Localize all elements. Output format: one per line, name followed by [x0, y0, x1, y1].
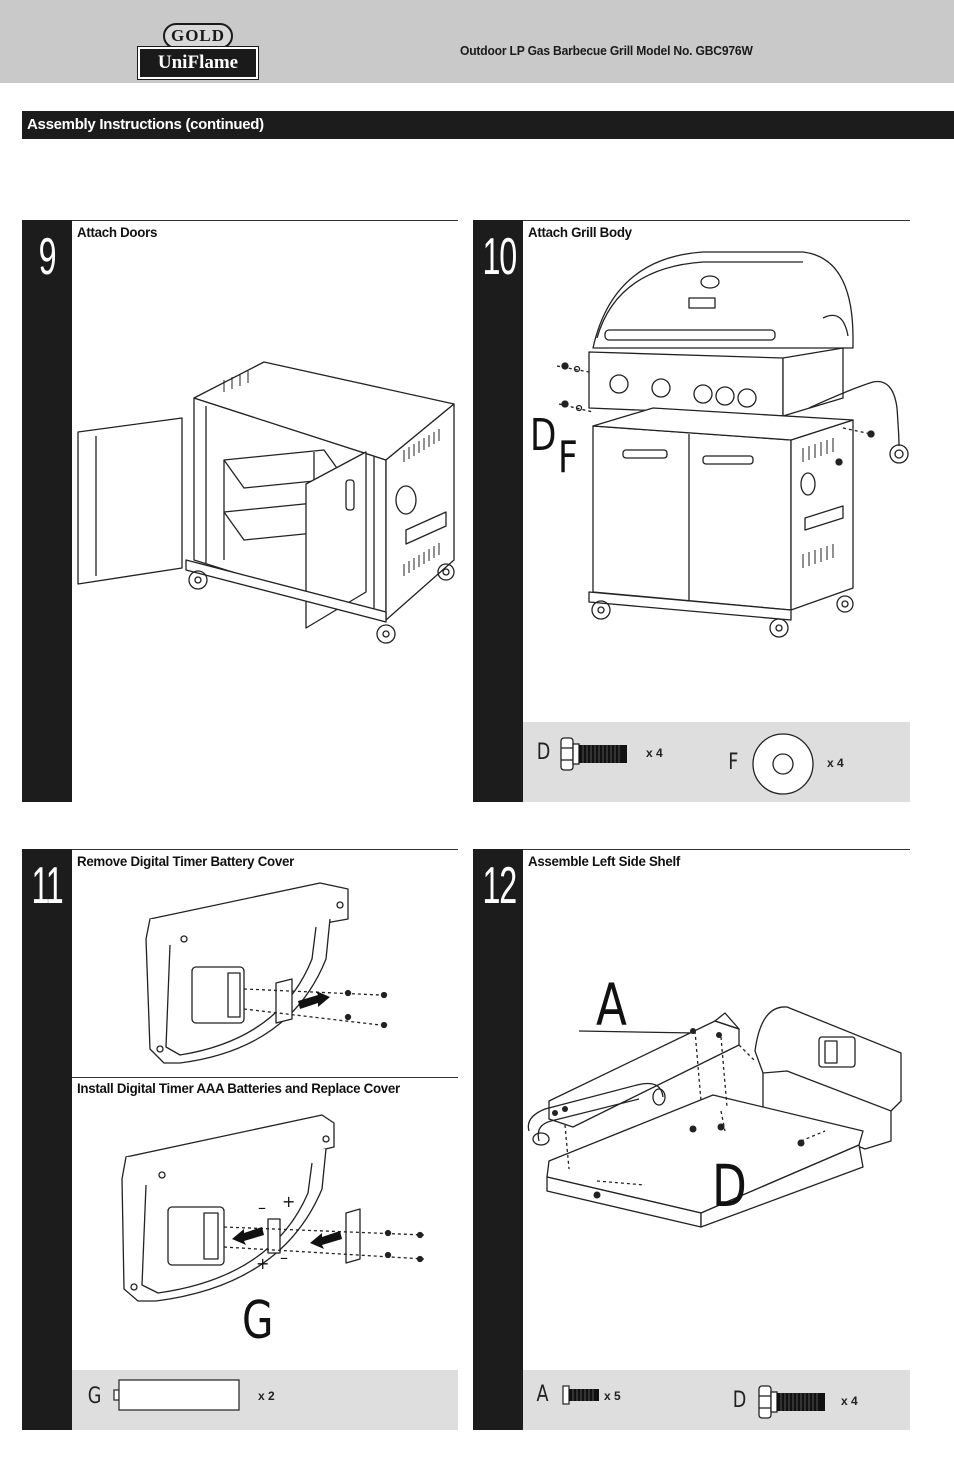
- parts-box: D x 4 F x 4: [523, 722, 910, 802]
- part-qty-d: x 4: [841, 1394, 858, 1408]
- part-letter-f: F: [728, 750, 739, 775]
- step-12: 12 Assemble Left Side Shelf: [473, 849, 910, 1430]
- step-number-column: 10: [473, 220, 523, 802]
- part-qty-d: x 4: [646, 746, 663, 760]
- bolt-icon: [758, 1385, 825, 1419]
- bolt-icon: [560, 737, 627, 771]
- step-number: 11: [31, 857, 64, 915]
- step-title: Assemble Left Side Shelf: [528, 853, 681, 869]
- section-title: Assembly Instructions (continued): [22, 111, 954, 139]
- page-header: GOLD UniFlame Outdoor LP Gas Barbecue Gr…: [0, 0, 954, 83]
- step-rule: [523, 220, 910, 221]
- side-shelf-illustration: [527, 1006, 902, 1228]
- step-subrule: [72, 1077, 458, 1078]
- callout-a: A: [596, 971, 627, 1039]
- parts-box: G x 2: [72, 1370, 458, 1430]
- screw-icon: [562, 1385, 599, 1405]
- part-qty-a: x 5: [604, 1389, 621, 1403]
- part-letter-g: G: [87, 1384, 102, 1409]
- grill-body-illustration: [556, 251, 909, 638]
- part-letter-a: A: [536, 1382, 549, 1407]
- uniflame-gold-logo: GOLD UniFlame: [137, 20, 259, 80]
- step-9: 9 Attach Doors: [22, 220, 458, 802]
- step-rule: [72, 849, 458, 850]
- svg-text:+: +: [282, 1192, 295, 1211]
- step-number: 9: [38, 228, 57, 286]
- svg-text:–: –: [258, 1198, 266, 1217]
- part-qty-g: x 2: [258, 1389, 275, 1403]
- step-title: Remove Digital Timer Battery Cover: [77, 853, 294, 869]
- battery-install-illustration: –+ +–: [121, 1114, 425, 1302]
- step-number: 10: [482, 228, 518, 286]
- callout-d: D: [530, 410, 557, 461]
- step-subtitle: Install Digital Timer AAA Batteries and …: [77, 1080, 400, 1096]
- part-letter-d: D: [536, 740, 551, 765]
- timer-cover-removal-illustration: [145, 882, 388, 1064]
- step-11: 11 Remove Digital Timer Battery Cover In…: [22, 849, 458, 1430]
- step-title: Attach Doors: [77, 224, 158, 240]
- part-letter-d: D: [732, 1388, 747, 1413]
- callout-g: G: [242, 1291, 274, 1351]
- cart-doors-illustration: [77, 361, 455, 644]
- part-qty-f: x 4: [827, 756, 844, 770]
- callout-d: D: [712, 1152, 747, 1220]
- logo-uniflame-text: UniFlame: [137, 46, 259, 80]
- step-rule: [72, 220, 458, 221]
- document-title: Outdoor LP Gas Barbecue Grill Model No. …: [460, 43, 753, 58]
- aaa-battery-icon: [113, 1379, 240, 1411]
- callout-f: F: [558, 432, 578, 483]
- parts-box: A x 5 D: [523, 1370, 910, 1430]
- step-number-column: 9: [22, 220, 72, 802]
- svg-text:–: –: [280, 1248, 288, 1267]
- step-rule: [523, 849, 910, 850]
- svg-text:+: +: [256, 1254, 269, 1273]
- step-10: 10 Attach Grill Body: [473, 220, 910, 802]
- logo-gold-badge: GOLD: [163, 23, 233, 49]
- step-number-column: 12: [473, 849, 523, 1430]
- washer-icon: [752, 733, 814, 795]
- step-number: 12: [482, 857, 518, 915]
- step-title: Attach Grill Body: [528, 224, 632, 240]
- step-number-column: 11: [22, 849, 72, 1430]
